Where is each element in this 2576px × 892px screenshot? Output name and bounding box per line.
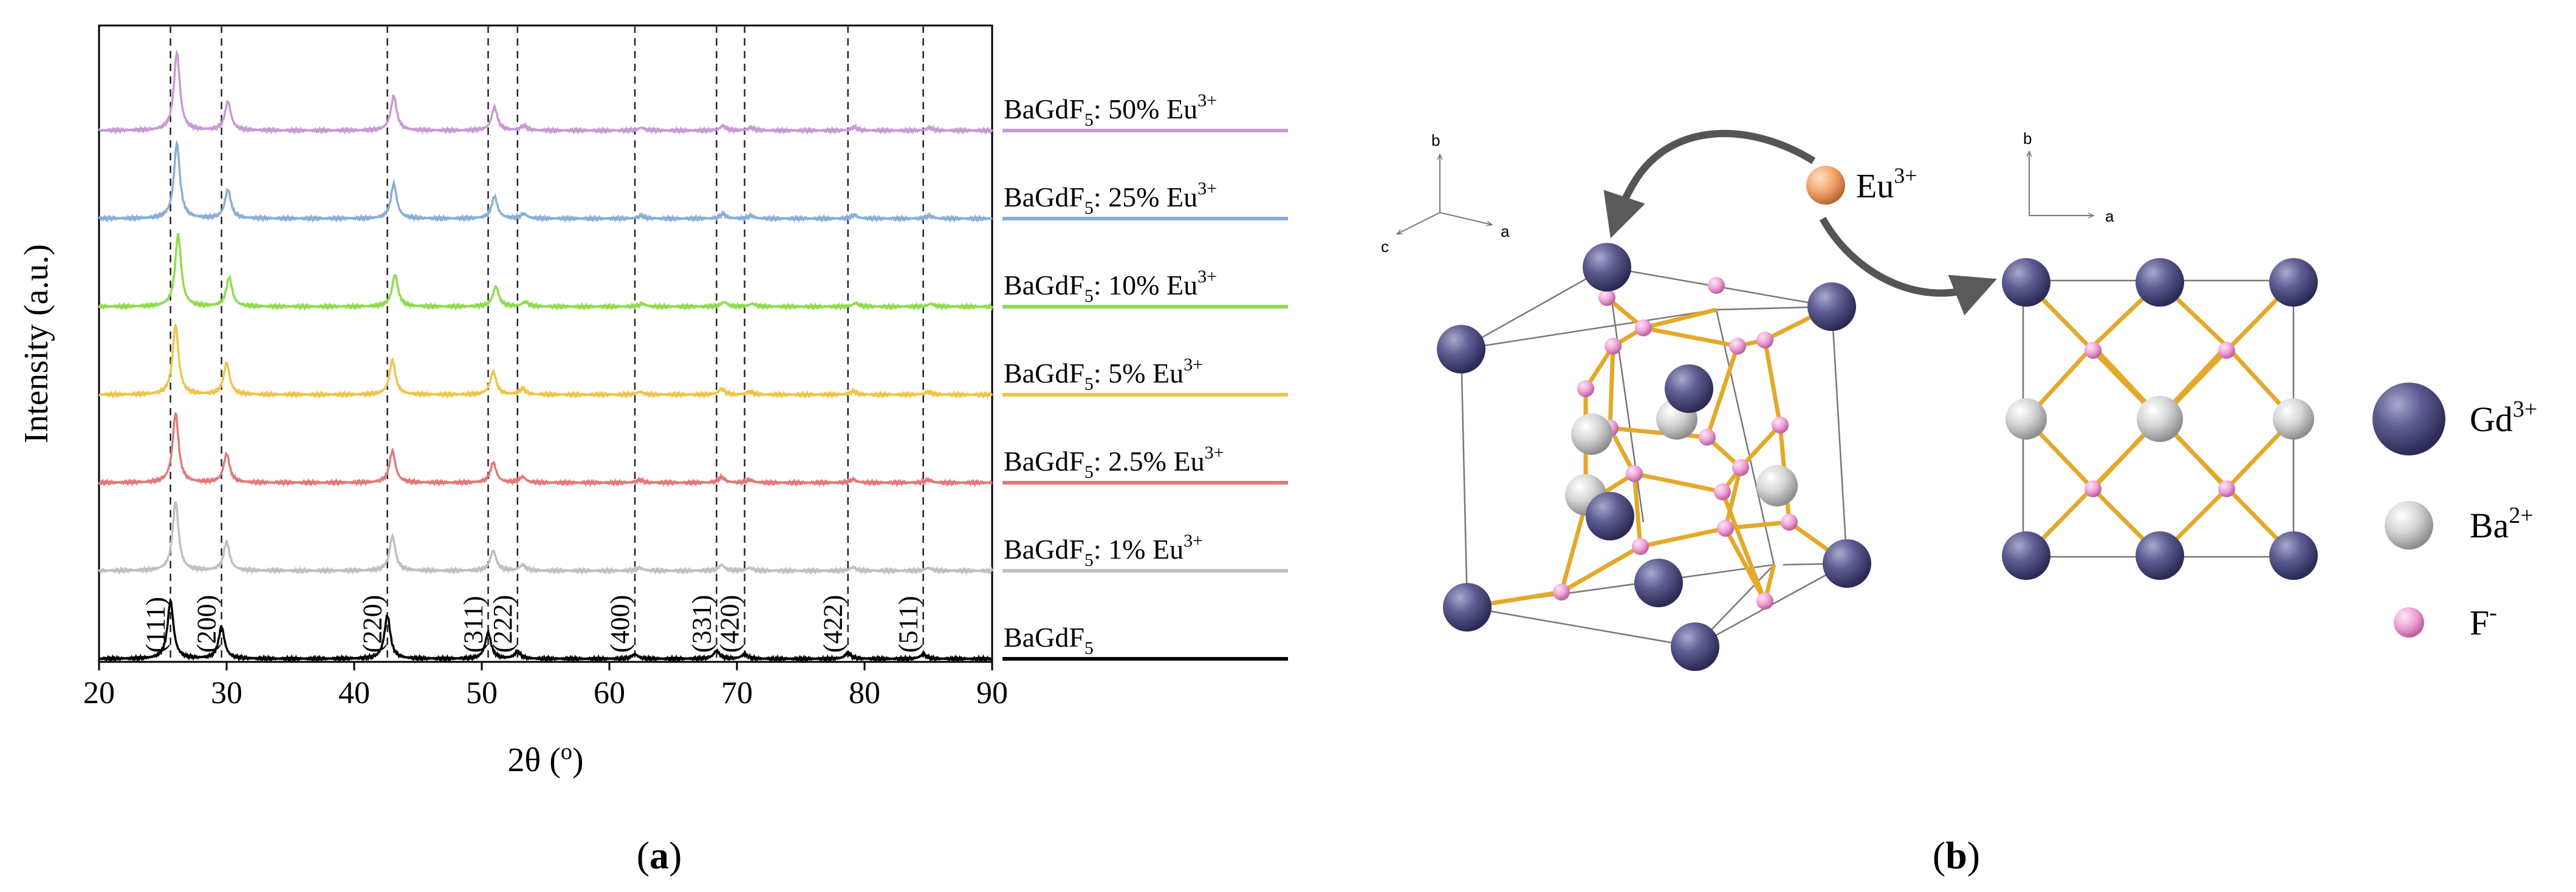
xrd-chart: (111) (200) (220) (311)(222) (400) (331)(420)… (18, 24, 1288, 877)
x-tick-label: 70 (721, 676, 753, 710)
panel-label-b: (b) (1933, 834, 1980, 877)
x-tick-label: 50 (466, 676, 498, 710)
peak-label: (111) (141, 597, 171, 653)
y-axis-label: Intensity (a.u.) (18, 244, 55, 443)
x-tick-label: 40 (338, 676, 370, 710)
peak-label: (400) (605, 595, 635, 653)
peak-labels: (111) (200) (220) (311)(222) (400) (331)(420)… (141, 595, 923, 653)
series-line (98, 49, 993, 135)
ba-atoms-2d (2006, 396, 2314, 442)
peak-label: (422) (818, 595, 848, 653)
series-legend: BaGdF5 BaGdF5: 1% Eu3+ BaGdF5: 2.5% Eu3+ Ba… (1002, 90, 1288, 661)
atom-legend: Gd3+ Ba2+ F- (2372, 383, 2537, 642)
axis-b-label-2d: b (2023, 129, 2032, 148)
legend-gd-label: Gd3+ (2470, 397, 2537, 439)
series-line (98, 140, 993, 223)
series-line (98, 501, 993, 576)
panel-label-a: (a) (637, 834, 682, 877)
series-line (98, 322, 993, 400)
peak-label: (331) (687, 595, 716, 653)
legend-label: BaGdF5: 5% Eu3+ (1004, 355, 1203, 394)
arrow-to-3d-cell (1603, 129, 1816, 239)
x-tick-label: 20 (83, 676, 115, 710)
series-line (98, 233, 993, 312)
eu-dopant: Eu3+ (1603, 129, 1997, 316)
legend-label: BaGdF5: 2.5% Eu3+ (1004, 443, 1224, 482)
legend-label: BaGdF5 (1004, 622, 1094, 658)
axis-a-label: a (1501, 222, 1510, 240)
peak-label: (220) (358, 595, 388, 653)
axes-triad-2d: b a (2023, 129, 2114, 225)
legend-f-label: F- (2470, 600, 2497, 642)
x-axis-ticks: 20 30 40 50 60 70 80 90 (83, 662, 1008, 710)
axis-b-label: b (1431, 131, 1440, 149)
axes-triad-3d: b a c (1381, 131, 1510, 256)
legend-ba-atom (2385, 501, 2433, 550)
legend-ba-label: Ba2+ (2470, 503, 2533, 545)
axis-a-label-2d: a (2105, 207, 2114, 225)
gd-atoms-3d (1437, 243, 1871, 671)
peak-label: (200) (192, 595, 222, 653)
x-tick-label: 90 (976, 676, 1008, 710)
legend-gd-atom (2372, 383, 2445, 455)
diffraction-curves (98, 49, 993, 664)
series-line (98, 412, 993, 488)
x-axis-label: 2θ (o) (507, 739, 583, 779)
peak-label: (311) (459, 596, 488, 653)
axis-c-label: c (1381, 237, 1389, 256)
reference-lines (170, 26, 924, 662)
x-tick-label: 30 (211, 676, 242, 710)
unit-cell-2d (2002, 258, 2318, 580)
legend-label: BaGdF5: 10% Eu3+ (1004, 267, 1217, 306)
x-tick-label: 80 (849, 676, 880, 710)
legend-label: BaGdF5: 1% Eu3+ (1004, 531, 1203, 570)
legend-label: BaGdF5: 25% Eu3+ (1004, 179, 1217, 218)
legend-f-atom (2394, 607, 2424, 638)
gd-atoms-2d (2002, 258, 2318, 580)
eu-label: Eu3+ (1856, 163, 1917, 205)
series-line (98, 597, 993, 664)
peak-label: (511) (894, 596, 923, 653)
crystal-structure-diagram: b a c b a (1381, 129, 2537, 877)
x-tick-label: 60 (594, 676, 625, 710)
legend-label: BaGdF5: 50% Eu3+ (1004, 90, 1217, 130)
peak-label: (222) (488, 595, 518, 653)
eu-atom (1806, 166, 1845, 205)
arrow-to-2d-cell (1819, 217, 1997, 316)
peak-label: (420) (715, 595, 745, 653)
